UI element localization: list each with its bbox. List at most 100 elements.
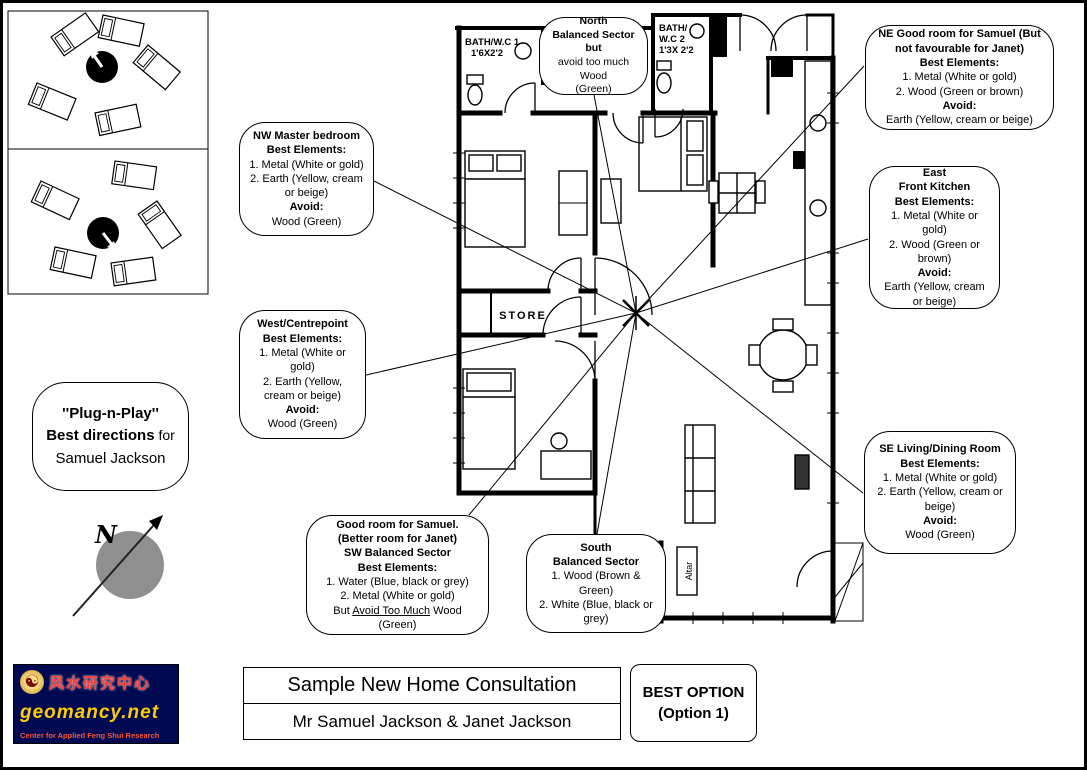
floor-plan: BATH/W.C 1 1'6X2'2 BATH/ W.C 2 1'3X 2'2 …: [453, 13, 864, 624]
callout-title: Front Kitchen: [898, 181, 971, 194]
stairs: [834, 542, 864, 622]
callout-ne: NE Good room for Samuel (But not favoura…: [865, 25, 1054, 130]
callout-east: East Front Kitchen Best Elements: 1. Met…: [869, 166, 1000, 309]
best-option-box: BEST OPTION (Option 1): [630, 664, 757, 742]
element-item: 2. Wood (Green or brown): [889, 238, 980, 265]
callout-se: SE Living/Dining Room Best Elements: 1. …: [864, 431, 1016, 554]
bath1-fixtures: [466, 42, 532, 106]
sector-lines: [365, 65, 869, 535]
bath1-label: BATH/W.C 1: [465, 37, 520, 48]
plug-line: ''Plug-n-Play'': [62, 404, 159, 422]
element-item: 1. Metal (White or gold): [891, 209, 978, 237]
avoid-label: Avoid:: [285, 404, 320, 417]
element-item: 2. Earth (Yellow, cream or beige): [250, 172, 363, 200]
plug-n-play-callout: ''Plug-n-Play'' Best directions for Samu…: [32, 382, 189, 491]
logo-chinese-text: 风水研究中心: [49, 674, 152, 692]
tv-console: [794, 454, 810, 490]
best-option-line: (Option 1): [658, 705, 729, 722]
altar-cabinet: [676, 546, 698, 596]
callout-title: (Better room for Janet): [337, 533, 458, 546]
bath2-size-label: 1'3X 2'2: [659, 45, 694, 56]
callout-title: SW Balanced Sector: [344, 547, 451, 560]
sofa: [684, 424, 716, 524]
dining-table: [748, 318, 818, 393]
store-label: STORE: [499, 310, 547, 322]
avoid-value: Wood (Green): [271, 215, 342, 228]
callout-north: North Balanced Sector but avoid too much…: [539, 15, 648, 96]
callout-south: South Balanced Sector 1. Wood (Brown & G…: [526, 534, 666, 633]
element-item: 1. Metal (White or gold): [249, 158, 364, 171]
north-label: N: [94, 520, 118, 549]
avoid-label: Avoid:: [917, 267, 952, 280]
bedroom2-bed: [638, 116, 708, 192]
bedroom2-desk: [600, 178, 622, 224]
element-item: 2. Metal (White or gold): [340, 590, 455, 603]
callout-title: South: [580, 541, 612, 554]
geomancy-logo: ☯ 风水研究中心 geomancy.net Center for Applied…: [13, 664, 179, 744]
altar-label: Altar: [684, 562, 694, 581]
element-item: 2. White (Blue, black or grey): [539, 598, 653, 626]
bath2-fixtures: [656, 23, 705, 94]
north-compass: N: [72, 515, 164, 617]
best-elements-label: Best Elements:: [357, 561, 438, 574]
best-elements-label: Best Elements:: [266, 144, 347, 157]
diagram-canvas: N: [7, 10, 869, 624]
callout-line: avoid too much Wood: [557, 56, 630, 82]
bath2-label: BATH/: [659, 23, 688, 34]
element-item: 2. Earth (Yellow, cream or beige): [877, 486, 1003, 513]
avoid-label: Avoid:: [923, 514, 957, 527]
bedroom3-bed: [462, 368, 516, 470]
doors: [504, 14, 834, 588]
callout-title: North: [579, 15, 608, 28]
consultation-title: Sample New Home Consultation: [243, 667, 621, 704]
best-option-line: BEST OPTION: [642, 684, 745, 701]
best-elements-label: Best Elements:: [262, 332, 343, 345]
callout-line: Balanced Sector but: [552, 28, 635, 55]
callout-title: Balanced Sector: [552, 555, 640, 568]
element-item: 1. Water (Blue, black or grey): [326, 576, 469, 588]
callout-title: West/Centrepoint: [257, 318, 348, 331]
avoid-value: Wood (Green): [905, 529, 975, 542]
master-wardrobe: [558, 170, 588, 236]
best-elements-label: Best Elements:: [900, 457, 980, 470]
columns: [709, 15, 809, 169]
centre-point-star: [622, 296, 650, 330]
furniture-arrangement-box-2: [7, 148, 209, 295]
avoid-label: Avoid:: [942, 99, 977, 112]
callout-sw: Good room for Samuel. (Better room for J…: [306, 515, 489, 635]
compass-disc-icon: [87, 217, 119, 251]
callout-title: Good room for Samuel.: [336, 518, 459, 531]
element-item: 1. Wood (Brown & Green): [551, 570, 641, 597]
bath2-label: W.C 2: [659, 34, 685, 45]
kitchen-table: [708, 172, 766, 214]
element-item: 1. Metal (White or gold): [902, 71, 1017, 84]
callout-nw: NW Master bedroom Best Elements: 1. Meta…: [239, 122, 374, 236]
master-bed: [464, 150, 526, 248]
bath1-size-label: 1'6X2'2: [471, 48, 503, 59]
callout-west: West/Centrepoint Best Elements: 1. Metal…: [239, 310, 366, 439]
callout-title: East: [922, 167, 947, 180]
element-item: 2. Earth (Yellow, cream or beige): [262, 375, 343, 402]
callout-title: not favourable for Janet): [895, 42, 1024, 55]
element-item: 1. Metal (White or gold): [259, 346, 346, 374]
avoid-value: Earth (Yellow, cream or beige): [884, 281, 985, 308]
plug-line: Best directions for: [46, 427, 175, 445]
compass-disc-icon: [86, 49, 118, 83]
avoid-line: But Avoid Too Much Wood (Green): [333, 604, 462, 631]
avoid-label: Avoid:: [289, 201, 324, 214]
best-elements-label: Best Elements:: [919, 57, 1000, 70]
callout-line: (Green): [575, 83, 612, 96]
avoid-value: Earth (Yellow, cream or beige): [886, 114, 1033, 127]
callout-title: NW Master bedroom: [253, 129, 360, 142]
logo-name: geomancy.net: [20, 701, 160, 723]
bedroom3-desk: [540, 432, 592, 480]
client-names: Mr Samuel Jackson & Janet Jackson: [243, 703, 621, 740]
callout-title: NE Good room for Samuel (But: [878, 28, 1041, 41]
element-item: 1. Metal (White or gold): [882, 472, 998, 485]
plug-line: Samuel Jackson: [55, 449, 166, 467]
kitchen-counter: [804, 60, 832, 306]
logo-top-row: ☯ 风水研究中心: [20, 670, 172, 694]
element-item: 2. Wood (Green or brown): [895, 85, 1024, 98]
title-text: Sample New Home Consultation: [287, 674, 577, 696]
